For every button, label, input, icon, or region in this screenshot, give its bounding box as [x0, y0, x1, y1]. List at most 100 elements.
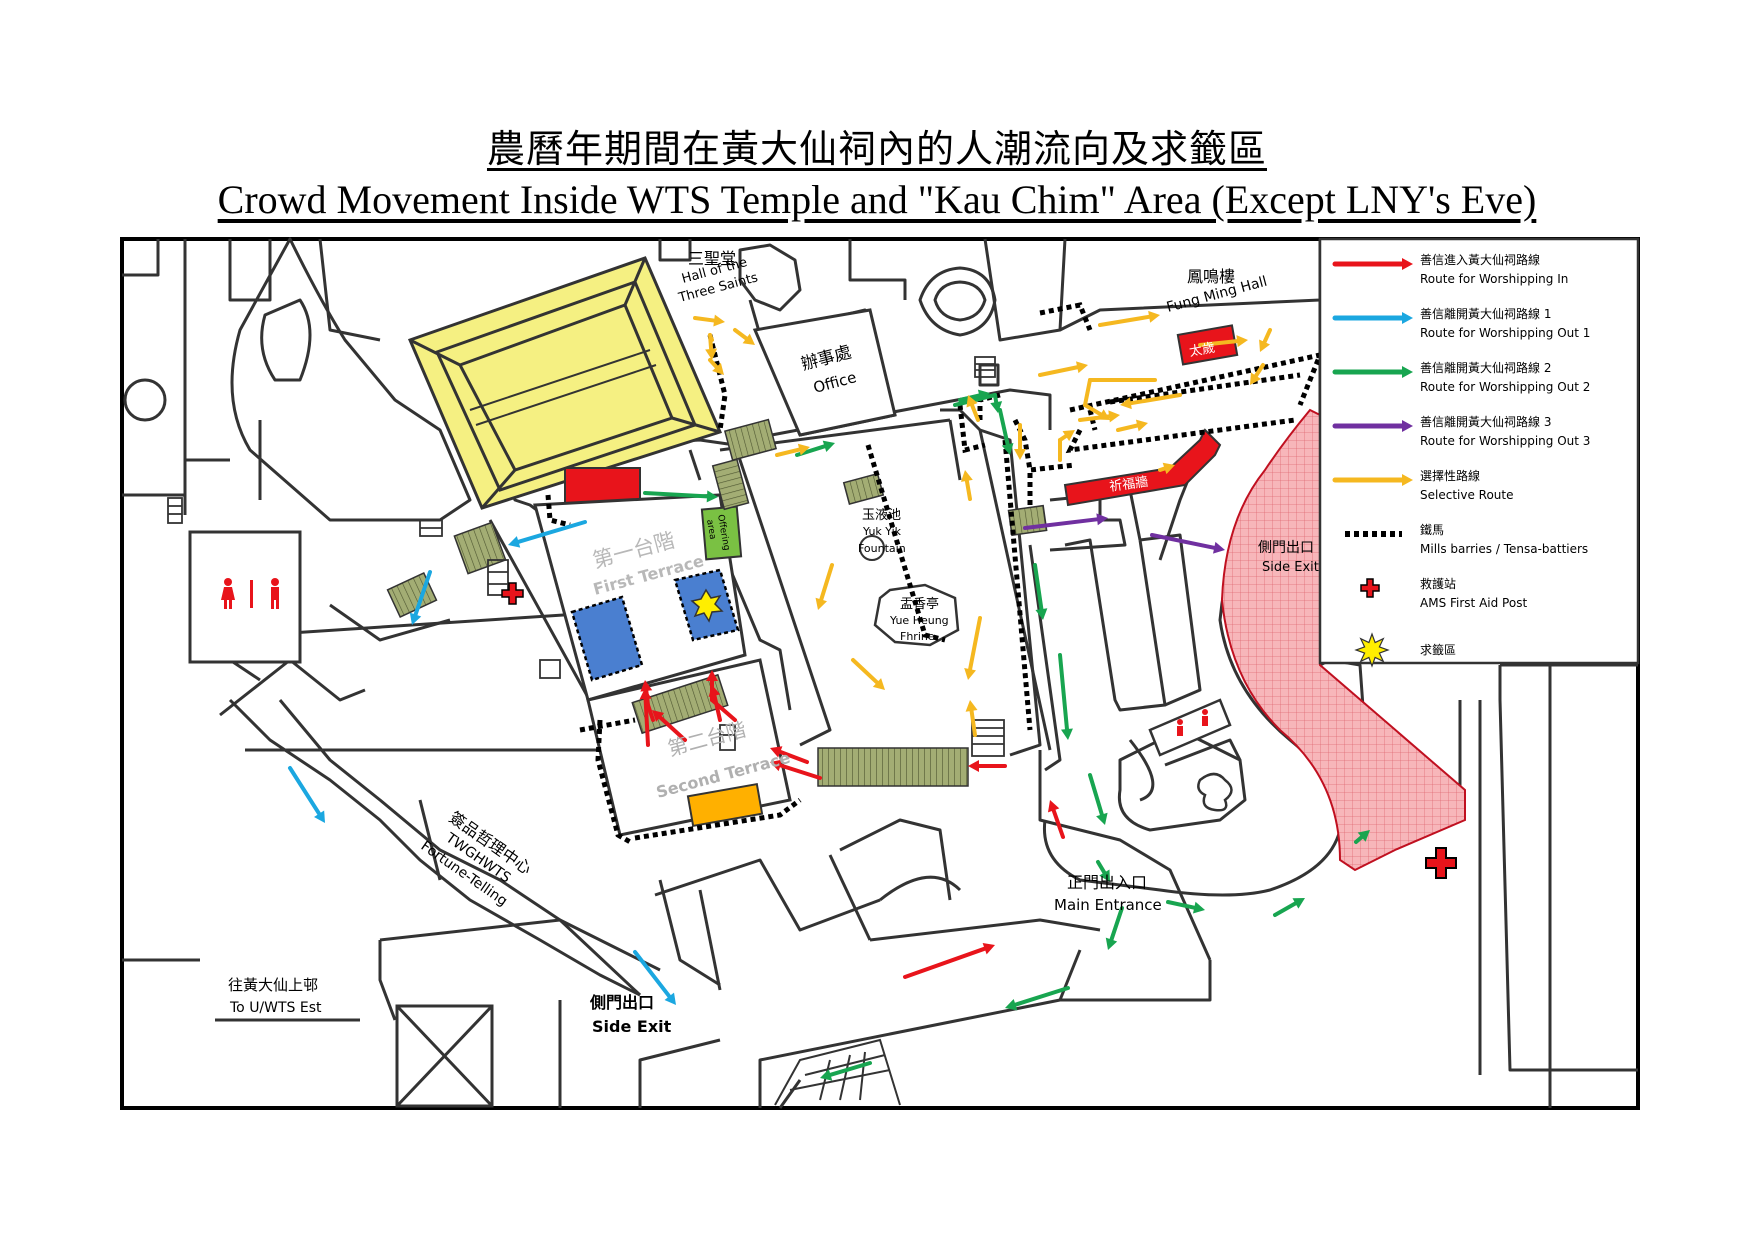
selective-route-arrow — [708, 358, 724, 375]
legend-item: 救護站 AMS First Aid Post — [1360, 576, 1527, 610]
legend-arrow — [1332, 258, 1413, 270]
selective-route-arrow — [1038, 361, 1088, 377]
legend-label-en: Selective Route — [1420, 488, 1514, 502]
star-icon — [1354, 632, 1390, 668]
route-out-2-arrow — [820, 1061, 872, 1081]
route-out-2-arrow — [1166, 900, 1205, 914]
selective-route-arrow — [1259, 328, 1272, 352]
legend-label-zh: 善信離開黃大仙祠路線 3 — [1420, 414, 1551, 429]
first-aid-icon — [501, 582, 524, 605]
bottom-stairs — [774, 1038, 901, 1106]
map-title-chinese: 農曆年期間在黃大仙祠內的人潮流向及求籤區 — [486, 127, 1267, 171]
selective-route-arrow — [966, 395, 980, 422]
orange-box — [686, 782, 764, 828]
kau-chim-star — [690, 588, 724, 623]
main-hall — [407, 256, 723, 510]
first-aid-icon — [1360, 578, 1380, 598]
selective-route-arrow — [815, 563, 834, 610]
legend-label-zh: 鐵馬 — [1420, 522, 1444, 537]
yue-heung-shrine-shape — [873, 583, 960, 647]
label-to-uwts-en: To U/WTS Est — [229, 1000, 322, 1016]
kei-fuk-wall-red — [1063, 428, 1222, 507]
label-side-exit-right-en: Side Exit — [1262, 560, 1319, 575]
legend-arrow — [1332, 474, 1413, 486]
building-outlines — [122, 237, 1638, 1109]
label-side-exit-bottom-zh: 側門出口 — [589, 993, 654, 1012]
selective-route-arrow — [964, 616, 982, 680]
route-out-2-arrow — [1273, 898, 1305, 917]
route-in-arrow — [706, 670, 737, 722]
legend-item: 善信離開黃大仙祠路線 3 Route for Worshipping Out 3 — [1332, 414, 1590, 448]
route-out-2-arrow — [1033, 563, 1048, 620]
legend-label-en: Route for Worshipping In — [1420, 272, 1568, 286]
selective-route-arrow-head — [705, 333, 718, 360]
label-side-exit-right-zh: 側門出口 — [1258, 540, 1314, 556]
legend-item: 選擇性路線 Selective Route — [1332, 468, 1514, 502]
route-in-arrow — [968, 760, 1007, 772]
label-fung-ming-zh: 鳳鳴樓 — [1187, 267, 1235, 286]
route-out-2-arrow — [1088, 773, 1108, 825]
label-shrine-en1: Yue Heung — [889, 614, 949, 627]
route-arrows — [288, 310, 1370, 1081]
kau-chim-area-left — [570, 595, 644, 682]
label-offering-en2: area — [704, 519, 717, 541]
selective-route-arrow — [693, 314, 725, 327]
selective-route-arrow — [1158, 462, 1175, 475]
selective-route-arrow — [775, 443, 810, 457]
legend-item: 鐵馬 Mills barries / Tensa-battiers — [1345, 522, 1588, 556]
selective-route-arrow-head — [1083, 403, 1110, 420]
legend-arrow — [1332, 366, 1413, 378]
selective-route-arrow — [1083, 378, 1157, 420]
selective-route-arrow — [1250, 363, 1265, 385]
route-in-arrow-head — [640, 680, 653, 707]
label-shrine-en2: Fhrine — [900, 630, 935, 643]
route-in-arrow — [1047, 800, 1065, 839]
legend-label-zh: 善信離開黃大仙祠路線 1 — [1420, 306, 1551, 321]
legend-label-zh: 善信進入黃大仙祠路線 — [1420, 252, 1540, 267]
crossed-box — [395, 1004, 494, 1108]
fountain-circle — [859, 535, 885, 561]
legend-label-zh: 救護站 — [1420, 576, 1456, 591]
step-details — [167, 356, 1005, 757]
offering-area-box — [700, 505, 743, 561]
route-in-arrow — [652, 710, 687, 742]
route-out-2-arrow — [953, 393, 1003, 413]
legend-item: 善信離開黃大仙祠路線 1 Route for Worshipping Out 1 — [1332, 306, 1590, 340]
selective-route-arrow — [851, 658, 885, 690]
selective-route-arrow — [1120, 393, 1182, 410]
selective-route-arrow — [1098, 310, 1160, 327]
label-fountain-en1: Yuk Yik — [862, 525, 902, 538]
route-out-2-arrow — [1354, 830, 1370, 844]
label-tai-sui: 太歲 — [1188, 341, 1216, 360]
legend-label-en: Route for Worshipping Out 1 — [1420, 326, 1590, 340]
legend-label-en: Route for Worshipping Out 3 — [1420, 434, 1590, 448]
selective-route-arrow — [1014, 423, 1026, 460]
route-out-2-arrow — [1005, 986, 1070, 1011]
legend-arrow — [1332, 312, 1413, 324]
label-kei-fuk-wall: 祈福牆 — [1108, 475, 1149, 495]
legend-label-en: AMS First Aid Post — [1420, 596, 1527, 610]
pink-exit-path — [1220, 408, 1466, 872]
route-out-1-arrow — [508, 520, 587, 548]
route-out-2-arrow — [643, 490, 718, 503]
legend-arrow — [1332, 420, 1413, 432]
route-out-1-arrow — [288, 766, 325, 823]
label-main-entrance-en: Main Entrance — [1054, 896, 1162, 914]
route-out-3-arrow — [1150, 533, 1225, 554]
selective-route-arrow — [1198, 335, 1248, 348]
legend-label-en: Mills barries / Tensa-battiers — [1420, 542, 1588, 556]
label-to-uwts-zh: 往黃大仙上邨 — [228, 976, 318, 994]
route-out-2-arrow — [1096, 860, 1110, 882]
selective-route-arrow — [960, 470, 973, 501]
route-in-arrow — [903, 943, 995, 979]
route-in-arrow — [770, 759, 822, 780]
selective-route-arrow-head — [1058, 430, 1075, 442]
route-out-3-arrow — [1023, 513, 1108, 530]
route-in-arrow-head — [706, 670, 718, 702]
label-main-entrance-zh: 正門出入口 — [1067, 873, 1147, 892]
label-fountain-zh: 玉液池 — [862, 508, 901, 523]
label-fountain-en2: Fountain — [858, 542, 906, 555]
legend-label-zh: 選擇性路線 — [1420, 468, 1480, 483]
